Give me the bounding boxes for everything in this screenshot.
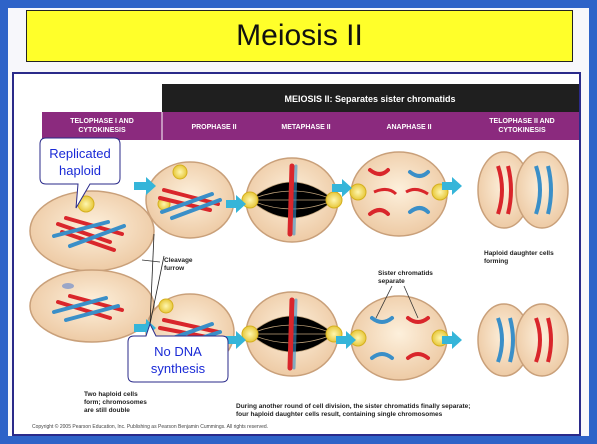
callout-replicated-line2: haploid [59,163,101,178]
label-two-haploid-line2: form; chromosomes [84,399,147,406]
header-telophase1-line2: CYTOKINESIS [78,127,126,134]
anaphase2-cell-bottom [350,296,448,380]
header-col-telophase1-bg [42,112,162,140]
header-title: MEIOSIS II: Separates sister chromatids [284,94,455,104]
header-prophase2: PROPHASE II [191,124,236,131]
label-two-haploid-line1: Two haploid cells [84,391,138,398]
header-telophase1-line1: TELOPHASE I AND [70,118,134,125]
label-four-haploid: four haploid daughter cells result, cont… [236,411,443,418]
telophase1-cell-top [30,191,154,271]
metaphase2-cell-bottom [242,292,342,376]
label-sister-line1: Sister chromatids [378,270,433,277]
label-cleavage-line2: furrow [164,265,185,272]
cleavage-pointer [142,260,160,262]
label-cleavage-line1: Cleavage [164,257,193,264]
slide-title: Meiosis II [236,19,363,53]
copyright-text: Copyright © 2005 Pearson Education, Inc.… [32,423,268,430]
callout-no-dna-line1: No DNA [154,344,202,359]
label-sister-line2: separate [378,278,405,285]
telophase2-cell-bottom [478,304,568,376]
header-telophase2-line1: TELOPHASE II AND [489,118,554,125]
anaphase2-cell-top [350,152,448,236]
meiosis-figure: MEIOSIS II: Separates sister chromatids … [12,72,581,436]
label-two-haploid-line3: are still double [84,407,130,414]
telophase2-cell-top [478,152,568,228]
header-telophase2-line2: CYTOKINESIS [498,127,546,134]
header-anaphase2: ANAPHASE II [386,124,431,131]
label-during-round: During another round of cell division, t… [236,403,470,410]
callout-replicated-line1: Replicated [49,146,110,161]
label-haploid-forming-line2: forming [484,258,508,265]
meiosis-diagram: MEIOSIS II: Separates sister chromatids … [14,74,579,434]
metaphase2-cell-top [242,158,342,242]
title-box: Meiosis II [26,10,573,62]
header-metaphase2: METAPHASE II [281,124,330,131]
callout-no-dna-line2: synthesis [151,361,206,376]
prophase2-cell-top [146,162,234,238]
label-haploid-forming-line1: Haploid daughter cells [484,250,554,257]
header-blank [42,84,162,112]
